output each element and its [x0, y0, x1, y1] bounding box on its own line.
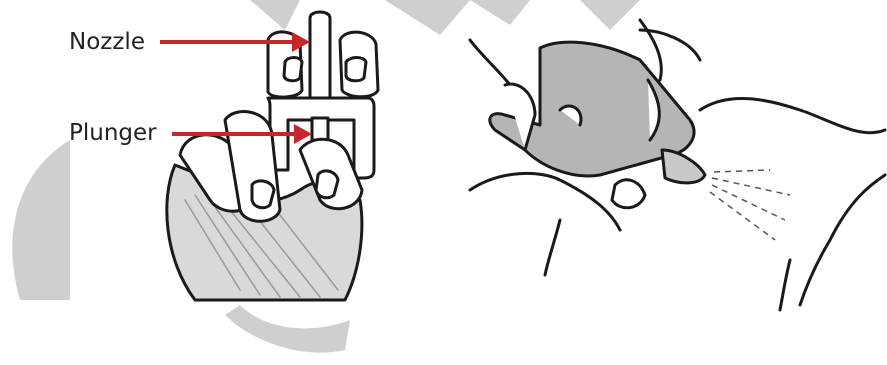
- plunger-label: Plunger: [69, 122, 157, 145]
- nasal-spray-in-nostril-icon: [470, 20, 885, 310]
- spray-mist: [710, 170, 790, 240]
- nozzle-label: Nozzle: [69, 31, 145, 54]
- hand-holding-nasal-spray-icon: [167, 12, 378, 300]
